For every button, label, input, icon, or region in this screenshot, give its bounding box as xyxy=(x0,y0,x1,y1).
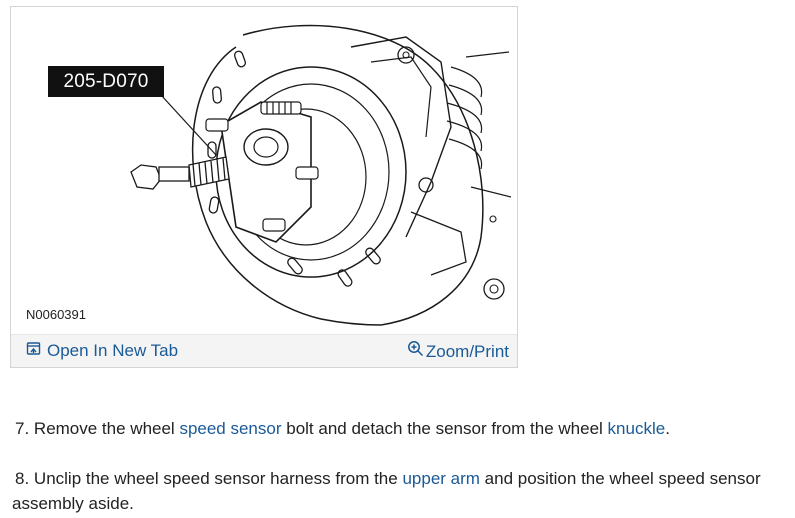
step-text: . xyxy=(665,419,670,438)
zoom-in-icon xyxy=(407,340,424,363)
figure-card: 205-D070 N0060391 Open In New Tab xyxy=(10,6,518,368)
zoom-print-link[interactable]: Zoom/Print xyxy=(407,340,509,363)
upper-arm-link[interactable]: upper arm xyxy=(402,469,480,488)
tool-callout-label: 205-D070 xyxy=(48,66,164,97)
step-text: Unclip the wheel speed sensor harness fr… xyxy=(29,469,403,488)
step-text: and position the wheel speed sensor asse… xyxy=(12,469,761,513)
step-text: Remove the wheel xyxy=(29,419,180,438)
knuckle-link[interactable]: knuckle xyxy=(607,419,666,438)
open-in-new-tab-label: Open In New Tab xyxy=(47,341,179,360)
open-new-tab-icon xyxy=(26,340,41,362)
speed-sensor-link[interactable]: speed sensor xyxy=(179,419,282,438)
step-number: 8. xyxy=(15,469,30,488)
figure-id: N0060391 xyxy=(26,307,86,322)
hub-puller-illustration xyxy=(11,7,517,337)
step-number: 7. xyxy=(15,419,30,438)
figure-toolbar: Open In New Tab Zoom/Print xyxy=(11,334,517,367)
instruction-step-8: 8. Unclip the wheel speed sensor harness… xyxy=(12,466,793,516)
step-text: bolt and detach the sensor from the whee… xyxy=(281,419,608,438)
zoom-print-label: Zoom/Print xyxy=(425,341,509,361)
instruction-step-7: 7. Remove the wheel speed sensor bolt an… xyxy=(15,416,785,441)
open-in-new-tab-link[interactable]: Open In New Tab xyxy=(26,340,178,362)
